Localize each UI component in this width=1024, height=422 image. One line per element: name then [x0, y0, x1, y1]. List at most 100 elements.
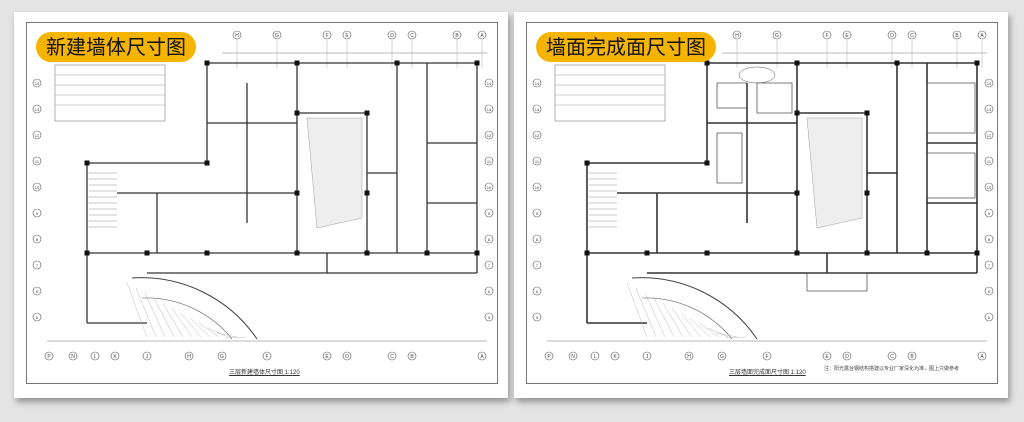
- room-finish: [716, 132, 743, 184]
- furniture: [738, 66, 776, 84]
- terrace-hatch: [680, 312, 702, 338]
- column: [294, 250, 300, 256]
- axis-label: 7: [988, 263, 991, 268]
- axis-bubble: [532, 104, 542, 114]
- drawing-frame: [26, 22, 498, 384]
- column: [864, 190, 870, 196]
- column: [644, 250, 650, 256]
- axis-bubble: [484, 260, 494, 270]
- axis-label: G: [775, 33, 779, 39]
- axis-bubble: [232, 30, 242, 40]
- axis-bubble: [484, 156, 494, 166]
- axis-bubble: [984, 156, 994, 166]
- axis-label: 13: [35, 107, 40, 112]
- axis-label: 7: [488, 263, 491, 268]
- axis-bubble: [32, 104, 42, 114]
- column: [474, 250, 480, 256]
- axis-bubble: [484, 130, 494, 140]
- terrace-hatch: [207, 327, 229, 338]
- room-finish: [926, 82, 976, 134]
- column: [144, 250, 150, 256]
- axis-bubble: [477, 351, 487, 361]
- axis-label: E: [845, 33, 849, 39]
- axis-label: K: [113, 354, 117, 360]
- axis-bubble: [477, 30, 487, 40]
- terrace-hatch: [662, 302, 684, 338]
- column: [704, 160, 710, 166]
- axis-bubble: [484, 312, 494, 322]
- axis-label: E: [345, 33, 349, 39]
- drawing-caption: 三层新建墙体尺寸图 1:120: [229, 370, 300, 376]
- axis-bubble: [772, 30, 782, 40]
- axis-label: 12: [535, 133, 540, 138]
- column: [974, 250, 980, 256]
- column: [894, 60, 900, 66]
- room-finish: [756, 82, 793, 114]
- axis-label: H: [235, 33, 239, 39]
- axis-bubble: [484, 286, 494, 296]
- terrace-hatch: [126, 282, 148, 338]
- axis-bubble: [762, 351, 772, 361]
- drawing-caption: 三层墙面完成面尺寸图 1:120: [729, 370, 806, 376]
- axis-label: 14: [487, 81, 492, 86]
- axis-bubble: [642, 351, 652, 361]
- axis-bubble: [984, 182, 994, 192]
- axis-label: K: [613, 354, 617, 360]
- axis-label: P: [547, 354, 551, 360]
- column: [924, 250, 930, 256]
- axis-label: A: [480, 354, 484, 360]
- axis-label: C: [410, 33, 414, 39]
- terrace-hatch: [626, 282, 648, 338]
- axis-bubble: [32, 286, 42, 296]
- axis-label: 9: [488, 211, 491, 216]
- hall-area: [306, 117, 363, 229]
- axis-bubble: [342, 30, 352, 40]
- legend-table: [554, 64, 666, 122]
- terrace-hatch: [225, 336, 247, 339]
- axis-bubble: [484, 78, 494, 88]
- column: [394, 60, 400, 66]
- axis-bubble: [984, 312, 994, 322]
- terrace-hatch: [653, 297, 675, 338]
- axis-bubble: [822, 30, 832, 40]
- axis-label: 5: [36, 315, 39, 320]
- axis-label: 11: [535, 159, 540, 164]
- terrace-hatch: [198, 322, 220, 338]
- axis-bubble: [217, 351, 227, 361]
- axis-label: 6: [488, 289, 491, 294]
- column: [84, 250, 90, 256]
- column: [204, 250, 210, 256]
- axis-label: 12: [487, 133, 492, 138]
- axis-label: F: [825, 33, 828, 39]
- axis-label: 5: [988, 315, 991, 320]
- axis-label: A: [980, 354, 984, 360]
- axis-label: C: [390, 354, 394, 360]
- axis-label: 6: [36, 289, 39, 294]
- drawing-note: 注：阳光露台钢结构搭建以专业厂家深化为准，图上只做参考: [824, 366, 960, 372]
- axis-bubble: [32, 78, 42, 88]
- axis-bubble: [387, 30, 397, 40]
- axis-label: 6: [988, 289, 991, 294]
- axis-label: J: [146, 354, 149, 360]
- axis-bubble: [32, 234, 42, 244]
- drawing-frame: [526, 22, 998, 384]
- axis-bubble: [407, 351, 417, 361]
- axis-bubble: [387, 351, 397, 361]
- axis-bubble: [44, 351, 54, 361]
- axis-bubble: [532, 182, 542, 192]
- column: [424, 250, 430, 256]
- column: [704, 250, 710, 256]
- axis-label: P: [47, 354, 51, 360]
- axis-label: H: [687, 354, 691, 360]
- axis-label: 14: [987, 81, 992, 86]
- axis-bubble: [532, 234, 542, 244]
- column: [704, 60, 710, 66]
- axis-bubble: [907, 30, 917, 40]
- terrace-hatch: [689, 317, 711, 338]
- terrace-hatch: [644, 292, 666, 338]
- axis-label: L: [94, 354, 97, 360]
- axis-bubble: [452, 30, 462, 40]
- column: [974, 60, 980, 66]
- axis-bubble: [342, 351, 352, 361]
